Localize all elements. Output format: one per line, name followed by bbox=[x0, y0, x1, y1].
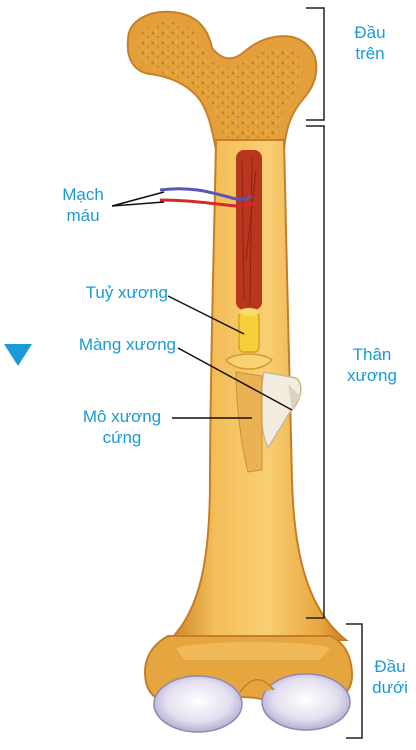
label-blood-vessel-line2: máu bbox=[48, 205, 118, 226]
label-lower-end: Đầu dưới bbox=[364, 656, 416, 698]
label-lower-end-line1: Đầu bbox=[364, 656, 416, 677]
label-compact-bone-line2: cứng bbox=[70, 427, 174, 448]
label-periosteum: Màng xương bbox=[50, 334, 176, 355]
lower-end-of-bone bbox=[145, 636, 352, 732]
label-compact-bone: Mô xương cứng bbox=[70, 406, 174, 448]
label-compact-bone-line1: Mô xương bbox=[70, 406, 174, 427]
label-bone-marrow: Tuỷ xương bbox=[56, 282, 168, 303]
label-shaft-line2: xương bbox=[330, 365, 414, 386]
label-upper-end-line1: Đầu bbox=[340, 22, 400, 43]
label-blood-vessel-line1: Mạch bbox=[48, 184, 118, 205]
label-lower-end-line2: dưới bbox=[364, 677, 416, 698]
label-upper-end: Đầu trên bbox=[340, 22, 400, 64]
cartilage-left bbox=[154, 676, 242, 732]
label-upper-end-line2: trên bbox=[340, 43, 400, 64]
triangle-marker-icon bbox=[4, 344, 32, 366]
bone-shaft bbox=[160, 140, 346, 640]
bracket-shaft bbox=[306, 126, 324, 618]
label-shaft: Thân xương bbox=[330, 344, 414, 386]
label-blood-vessel: Mạch máu bbox=[48, 184, 118, 226]
label-shaft-line1: Thân bbox=[330, 344, 414, 365]
bone-marrow-plug bbox=[239, 312, 259, 352]
cartilage-right bbox=[262, 674, 350, 730]
upper-end-of-bone bbox=[128, 12, 317, 150]
